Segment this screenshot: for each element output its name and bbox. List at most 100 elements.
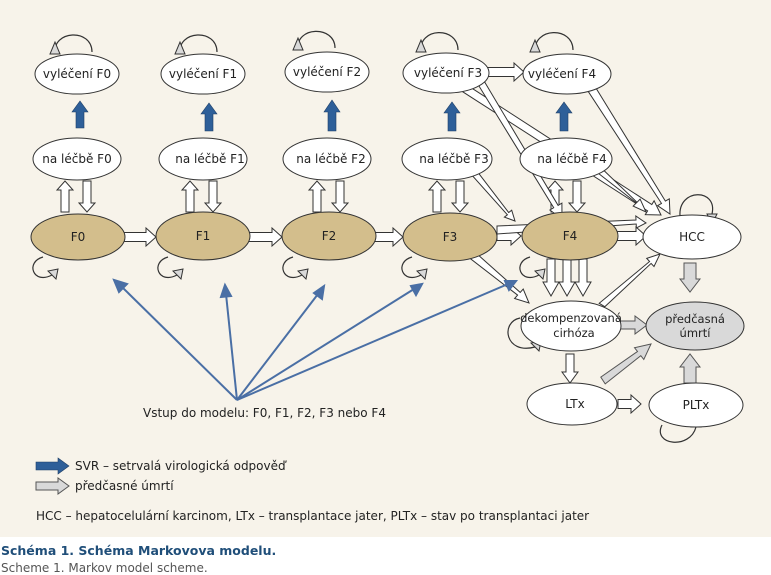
legend-death-label: předčasné úmrtí xyxy=(75,479,174,493)
svr-arrow-f1 xyxy=(200,102,218,132)
node-label: PLTx xyxy=(683,398,710,412)
node-label: vyléčení F2 xyxy=(293,65,361,79)
svr-arrows xyxy=(71,99,573,132)
node-ltx: LTx xyxy=(526,382,618,426)
arrow-vyl-f4-hcc xyxy=(586,85,671,215)
node-vyl-f0: vyléčení F0 xyxy=(34,53,120,95)
arrow-f3-dekomp xyxy=(467,250,530,304)
arrow-treat-f4-down xyxy=(567,180,587,213)
node-f1: F1 xyxy=(155,211,251,261)
node-label: F1 xyxy=(196,229,211,243)
node-vyl-f4: vyléčení F4 xyxy=(522,53,612,95)
arrow-f4-dekomp-2 xyxy=(558,258,576,298)
arrow-treat-f0-down xyxy=(77,180,97,213)
node-label: F4 xyxy=(563,229,578,243)
loop-dekomp xyxy=(507,317,536,349)
arrow-f2-f3 xyxy=(371,226,404,248)
node-vyl-f1: vyléčení F1 xyxy=(160,53,246,95)
node-f4: F4 xyxy=(521,211,619,261)
arrow-dekomp-death xyxy=(619,315,648,335)
abbreviations: HCC – hepatocelulární karcinom, LTx – tr… xyxy=(36,509,589,523)
svr-arrow-f0 xyxy=(71,100,89,129)
node-nal-f3: na léčbě F3 xyxy=(401,137,493,181)
legend: SVR – setrvalá virologická odpověď předč… xyxy=(35,457,287,495)
markov-diagram: vyléčení F0 vyléčení F1 vyléčení F2 vylé… xyxy=(0,0,771,537)
arrow-f4-dekomp-3 xyxy=(574,258,592,298)
loop-f4 xyxy=(519,256,540,278)
node-label-line1: předčasná xyxy=(665,312,725,326)
entry-arrows xyxy=(112,278,519,401)
loop-f1 xyxy=(157,256,178,278)
death-arrows xyxy=(600,262,702,385)
svr-arrow-f4 xyxy=(555,101,573,132)
arrow-dekomp-ltx xyxy=(561,353,579,384)
legend-svr-label: SVR – setrvalá virologická odpověď xyxy=(75,459,287,473)
node-dekomp: dekompenzovaná cirhóza xyxy=(520,300,622,352)
node-label-line2: cirhóza xyxy=(553,326,594,340)
node-label: F3 xyxy=(443,230,458,244)
arrow-treat-f4-hcc xyxy=(596,167,648,214)
arrow-f0-f1 xyxy=(121,226,157,248)
markov-model-figure: vyléčení F0 vyléčení F1 vyléčení F2 vylé… xyxy=(0,0,771,537)
node-f3: F3 xyxy=(402,212,498,262)
arrow-treat-f3-f4 xyxy=(471,171,516,222)
node-label: vyléčení F1 xyxy=(169,67,237,81)
node-f2: F2 xyxy=(281,211,377,261)
node-label: na léčbě F0 xyxy=(42,152,111,166)
node-label: F0 xyxy=(71,230,86,244)
node-label-line1: dekompenzovaná xyxy=(520,311,622,325)
arrow-f0-treat-up xyxy=(55,180,75,213)
node-label: vyléčení F4 xyxy=(528,67,596,81)
arrow-f1-f2 xyxy=(246,226,283,248)
node-label: na léčbě F4 xyxy=(537,152,606,166)
arrow-ltx-pltx xyxy=(617,393,642,415)
entry-arrow-f1 xyxy=(225,293,238,401)
node-label: vyléčení F0 xyxy=(43,67,111,81)
node-label: F2 xyxy=(322,229,337,243)
node-label-line2: úmrtí xyxy=(680,326,712,340)
node-label: HCC xyxy=(679,230,705,244)
svr-arrow-f3 xyxy=(443,101,461,132)
node-label: na léčbě F2 xyxy=(296,152,365,166)
arrow-vyl-f3-f4 xyxy=(486,61,525,83)
node-hcc: HCC xyxy=(642,214,742,260)
node-nal-f2: na léčbě F2 xyxy=(282,137,372,181)
arrow-f3-treat-up xyxy=(427,180,447,213)
entry-arrow-f0 xyxy=(121,286,238,401)
loop-pltx xyxy=(659,424,697,443)
loop-f2 xyxy=(282,256,303,278)
node-vyl-f3: vyléčení F3 xyxy=(402,52,490,94)
arrow-f4-hcc xyxy=(616,225,647,247)
entry-arrow-f3 xyxy=(236,288,415,401)
arrow-treat-f3-down xyxy=(450,180,470,213)
arrow-dekomp-hcc xyxy=(598,253,661,308)
entry-arrow-f2 xyxy=(236,293,319,401)
node-label: LTx xyxy=(565,397,584,411)
node-vyl-f2: vyléčení F2 xyxy=(284,51,370,93)
caption-title: Schéma 1. Schéma Markovova modelu. xyxy=(1,543,277,558)
arrow-treat-f1-down xyxy=(203,180,223,213)
arrow-f4-dekomp-1 xyxy=(542,258,560,298)
legend-death-arrow xyxy=(35,477,70,495)
svr-arrow-f2 xyxy=(323,99,341,132)
node-predc: předčasná úmrtí xyxy=(645,301,745,351)
loop-f3 xyxy=(401,256,422,278)
loop-f0 xyxy=(32,256,53,278)
 xyxy=(312,283,326,301)
arrow-ltx-death xyxy=(600,343,652,385)
arrow-treat-f2-down xyxy=(330,180,350,213)
caption-subtitle: Scheme 1. Markov model scheme. xyxy=(1,561,208,575)
node-label: na léčbě F1 xyxy=(175,152,244,166)
arrow-f2-treat-up xyxy=(307,180,327,213)
node-nal-f1: na léčbě F1 xyxy=(158,137,248,181)
node-nal-f4: na léčbě F4 xyxy=(519,137,613,181)
arrow-pltx-death xyxy=(678,353,702,384)
node-f0: F0 xyxy=(30,213,126,261)
arrow-f1-treat-up xyxy=(180,180,200,213)
node-pltx: PLTx xyxy=(648,382,744,428)
node-nal-f0: na léčbě F0 xyxy=(32,137,122,181)
entry-arrow-f4 xyxy=(236,283,509,401)
legend-svr-arrow xyxy=(35,457,70,475)
node-label: na léčbě F3 xyxy=(419,152,488,166)
loop-hcc xyxy=(679,194,714,217)
